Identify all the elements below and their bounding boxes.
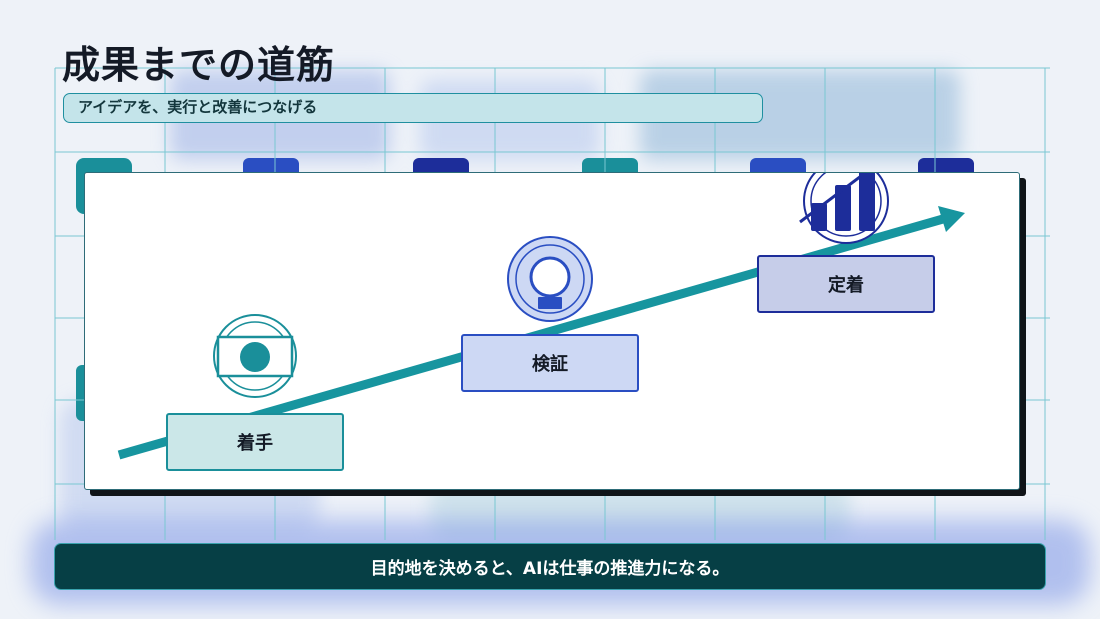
step-verify: 検証 (461, 334, 639, 392)
footer-banner: 目的地を決めると、AIは仕事の推進力になる。 (54, 543, 1046, 590)
target-icon (213, 314, 297, 398)
step-start: 着手 (166, 413, 344, 471)
roadmap-panel: 着手 検証 定着 (84, 172, 1020, 490)
page-title: 成果までの道筋 (62, 43, 336, 87)
magnifier-icon (507, 236, 593, 322)
growth-chart-icon (799, 173, 889, 244)
subtitle-banner: アイデアを、実行と改善につなげる (63, 93, 763, 123)
step-establish: 定着 (757, 255, 935, 313)
